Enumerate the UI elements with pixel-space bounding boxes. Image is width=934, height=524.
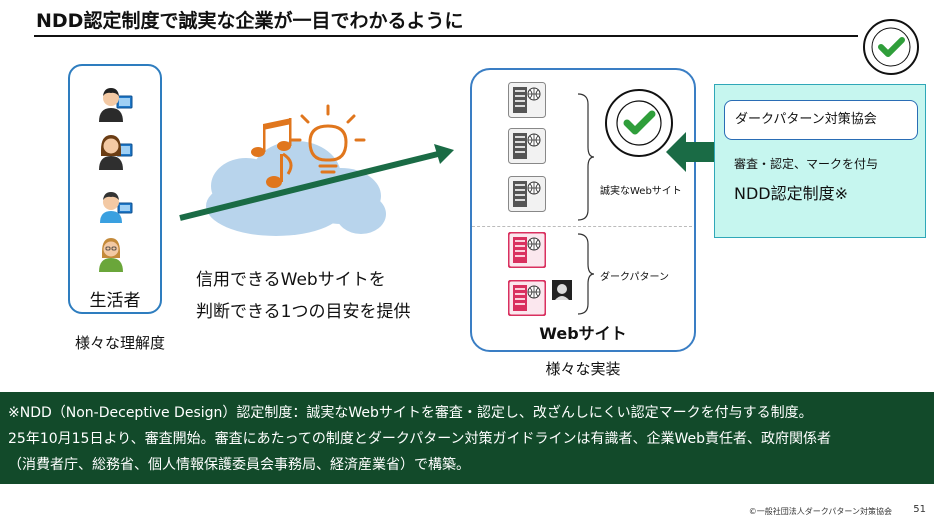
lightbulb-icon	[290, 104, 366, 174]
website-label: Webサイト	[539, 324, 627, 343]
association-role: 審査・認定、マークを付与	[734, 157, 879, 171]
understanding-caption: 様々な理解度	[74, 334, 165, 352]
honest-brace-icon	[577, 93, 595, 221]
dark-brace-icon	[577, 233, 595, 315]
implementation-caption: 様々な実装	[545, 360, 621, 378]
consumer-label: 生活者	[89, 291, 141, 311]
idea-cloud-illustration	[179, 104, 454, 236]
honest-site-label: 誠実なWebサイト	[600, 186, 682, 197]
page-number: 51	[913, 504, 926, 515]
trust-line-1: 信用できるWebサイトを	[196, 270, 386, 290]
dark-site-icon	[508, 280, 546, 316]
footnote-panel: ※NDD（Non-Deceptive Design）認定制度：誠実なWebサイト…	[0, 392, 934, 484]
ndd-badge-icon	[863, 19, 919, 75]
honest-site-icon	[508, 82, 546, 118]
music-note-icon	[251, 118, 293, 188]
hacker-icon	[552, 280, 572, 300]
dark-pattern-label: ダークパターン	[600, 272, 669, 283]
consumer-group-box	[68, 64, 162, 314]
trust-line-2: 判断できる1つの目安を提供	[196, 302, 411, 322]
divider	[472, 226, 692, 227]
person-senior-icon	[95, 232, 135, 272]
page-title: NDD認定制度で誠実な企業が一目でわかるように	[36, 10, 464, 32]
footnote-line-1: ※NDD（Non-Deceptive Design）認定制度：誠実なWebサイト…	[8, 405, 813, 421]
certify-arrow-icon	[666, 132, 718, 172]
association-name: ダークパターン対策協会	[724, 100, 918, 140]
title-underline	[34, 35, 858, 37]
footnote-line-3: （消費者庁、総務省、個人情報保護委員会事務局、経済産業省）で構築。	[8, 457, 470, 473]
certification-name: NDD認定制度※	[734, 184, 849, 203]
person-woman-icon	[95, 130, 135, 170]
dark-site-icon	[508, 232, 546, 268]
honest-site-icon	[508, 128, 546, 164]
person-businessman-icon	[95, 82, 135, 122]
arrow-to-websites-icon	[179, 144, 454, 221]
footnote-line-2: 25年10月15日より、審査開始。審査にあたっての制度とダークパターン対策ガイド…	[8, 431, 832, 447]
honest-site-icon	[508, 176, 546, 212]
trust-description: 信用できるWebサイトを 判断できる1つの目安を提供	[196, 264, 410, 328]
person-young-icon	[95, 183, 135, 223]
copyright-text: ©一般社団法人ダークパターン対策協会	[748, 507, 892, 516]
ndd-certification-mark-icon	[605, 89, 673, 157]
